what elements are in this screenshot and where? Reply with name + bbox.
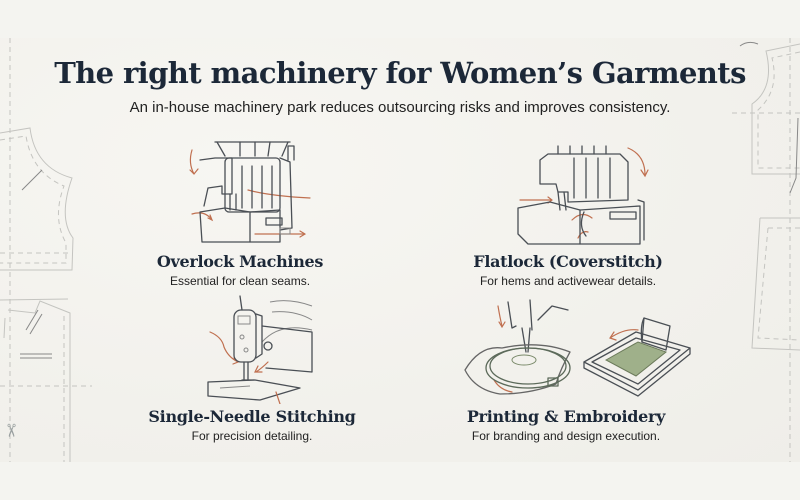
page-subtitle: An in-house machinery park reduces outso… bbox=[129, 99, 671, 116]
card-title: Single-Needle Stitching bbox=[148, 407, 356, 426]
page-title: The right machinery for Women’s Garments bbox=[54, 56, 746, 90]
card-overlock: Overlock Machines Essential for clean se… bbox=[140, 252, 340, 288]
card-title: Overlock Machines bbox=[156, 252, 324, 271]
single-needle-machine-illustration bbox=[207, 295, 313, 404]
scissors-icon: ✂ bbox=[1, 422, 22, 439]
card-description: Essential for clean seams. bbox=[169, 274, 311, 288]
card-title: Flatlock (Coverstitch) bbox=[473, 252, 663, 271]
card-flatlock: Flatlock (Coverstitch) For hems and acti… bbox=[458, 252, 678, 288]
embroidery-hoop-and-screen-print-illustration bbox=[464, 299, 691, 397]
flatlock-machine-illustration bbox=[517, 145, 649, 245]
overlock-machine-illustration bbox=[189, 141, 311, 243]
sewing-pattern-right-decoration bbox=[732, 38, 800, 462]
paper-background bbox=[0, 38, 800, 462]
card-description: For precision detailing. bbox=[191, 429, 313, 443]
card-description: For branding and design execution. bbox=[471, 429, 661, 443]
card-single-needle: Single-Needle Stitching For precision de… bbox=[132, 407, 372, 443]
card-printing-embroidery: Printing & Embroidery For branding and d… bbox=[446, 407, 686, 443]
card-title: Printing & Embroidery bbox=[466, 407, 666, 426]
card-description: For hems and activewear details. bbox=[479, 274, 657, 288]
sewing-pattern-left-decoration bbox=[0, 38, 92, 462]
